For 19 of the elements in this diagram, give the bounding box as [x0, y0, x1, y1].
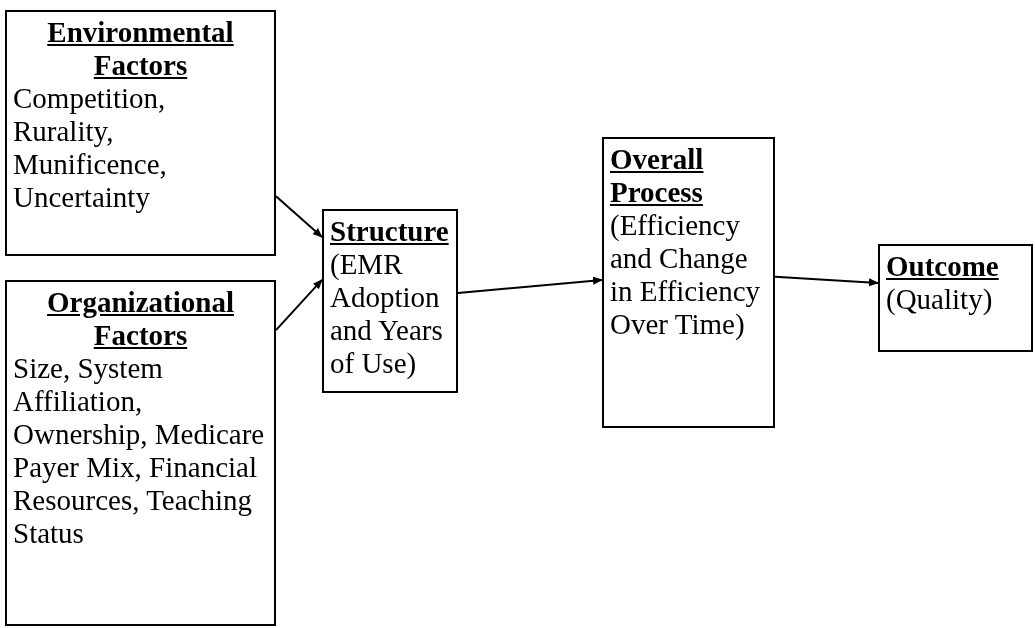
- box-body-text: Size, System Affiliation, Ownership, Medicare Payer Mix, Financial Resources, Teaching Status: [13, 352, 266, 550]
- factor-box: [5, 10, 276, 256]
- arrow: [275, 195, 323, 238]
- factor-box: [5, 280, 276, 626]
- factor-box: [878, 244, 1033, 352]
- box-body-text: Competition, Rurality, Munificence, Uncertainty: [13, 82, 168, 214]
- box-heading: Environmental Factors: [46, 16, 235, 82]
- box-body-text: (Efficiency and Change in Efficiency Over Time): [610, 209, 762, 341]
- box-heading: Organizational Factors: [46, 286, 235, 352]
- box-body-text: (EMR Adoption and Years of Use): [330, 248, 444, 380]
- factor-box: [602, 137, 775, 428]
- factor-box: [322, 209, 458, 393]
- box-heading: Structure: [330, 215, 450, 248]
- arrow: [457, 276, 603, 295]
- box-heading: Outcome: [886, 250, 1000, 283]
- arrow: [774, 275, 879, 287]
- box-body-text: (Quality): [886, 283, 994, 316]
- arrow: [275, 278, 323, 332]
- box-heading: Overall Process: [610, 143, 705, 209]
